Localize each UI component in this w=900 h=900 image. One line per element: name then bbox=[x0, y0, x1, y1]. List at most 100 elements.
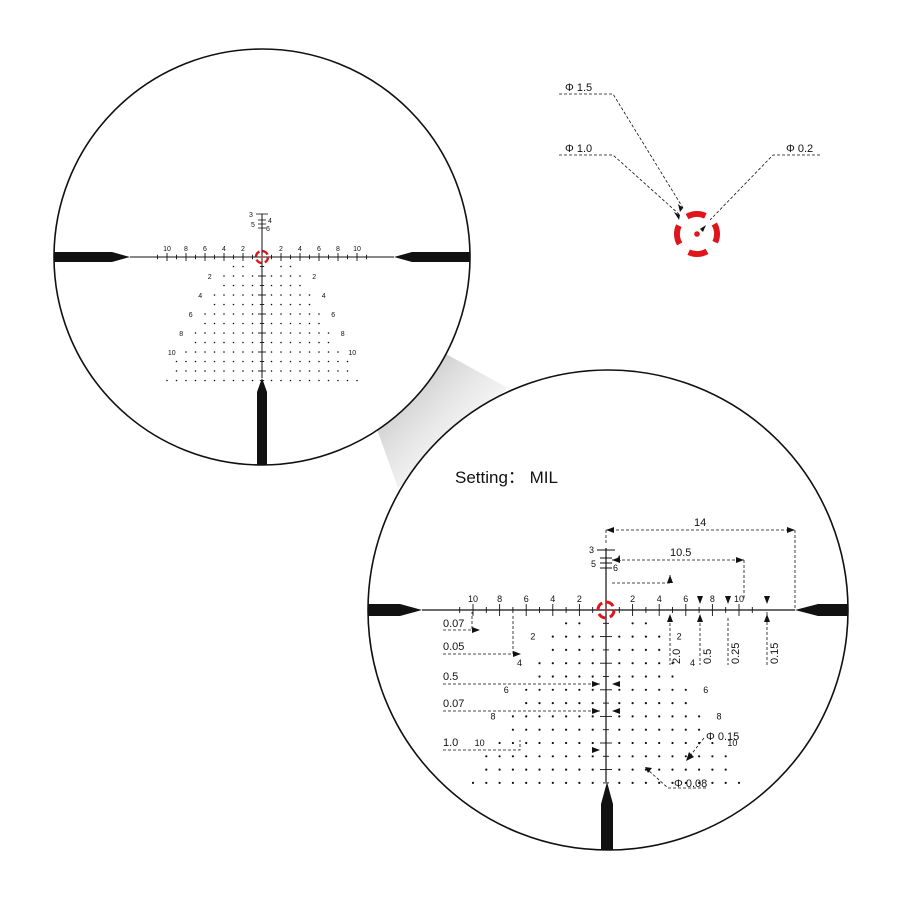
holdover-dot bbox=[724, 781, 727, 785]
holdover-dot bbox=[223, 332, 225, 334]
holdover-dot bbox=[724, 768, 727, 771]
dimension-10-5-label: 10.5 bbox=[670, 547, 691, 559]
holdover-dot bbox=[204, 360, 206, 363]
holdover-dot bbox=[565, 648, 568, 652]
big-right-post bbox=[795, 604, 848, 616]
holdover-dot bbox=[631, 728, 634, 731]
holdover-dot bbox=[204, 313, 206, 315]
holdover-dot bbox=[578, 688, 581, 691]
holdover-dot bbox=[270, 303, 273, 306]
horizontal-scale-label: 4 bbox=[550, 594, 555, 604]
holdover-dot bbox=[280, 379, 282, 382]
holdover-dot bbox=[618, 662, 621, 665]
holdover-dot bbox=[485, 781, 488, 785]
holdover-dot bbox=[644, 635, 648, 638]
holdover-dot bbox=[565, 675, 568, 678]
holdover-dot bbox=[671, 741, 674, 745]
holdover-dot bbox=[175, 360, 178, 363]
big-left-post bbox=[368, 604, 422, 616]
callout-phi-0-15: Φ 0.15 bbox=[706, 731, 739, 743]
holdover-dot bbox=[280, 322, 282, 325]
holdover-dot bbox=[318, 341, 320, 344]
holdover-dot bbox=[194, 341, 197, 344]
holdover-dot bbox=[644, 622, 648, 625]
holdover-dot bbox=[525, 702, 528, 705]
holdover-dot bbox=[299, 294, 301, 296]
big-bottom-post bbox=[601, 782, 613, 850]
holdover-dot bbox=[565, 662, 568, 665]
holdover-dot bbox=[242, 379, 244, 382]
holdover-dot bbox=[511, 768, 514, 771]
holdover-dot bbox=[525, 688, 528, 691]
holdover-dot bbox=[618, 768, 621, 771]
holdover-dot bbox=[671, 768, 674, 771]
vertical-scale-label-left: 8 bbox=[179, 331, 183, 338]
holdover-dot bbox=[213, 313, 216, 315]
holdover-dot bbox=[631, 715, 634, 718]
tick-0-25-label: 0.25 bbox=[730, 643, 742, 664]
holdover-dot bbox=[684, 715, 687, 718]
holdover-dot bbox=[223, 313, 225, 315]
small-stadia-3: 3 bbox=[249, 212, 253, 219]
holdover-dot bbox=[591, 755, 594, 758]
holdover-dot bbox=[511, 715, 514, 718]
small-left-post bbox=[54, 252, 130, 262]
holdover-dot bbox=[308, 341, 311, 344]
small-right-post bbox=[394, 252, 470, 262]
holdover-dot bbox=[631, 688, 634, 691]
holdover-dot bbox=[591, 781, 594, 785]
callout-0-07-b: 0.07 bbox=[443, 698, 464, 710]
holdover-dot bbox=[578, 622, 581, 625]
holdover-dot bbox=[185, 370, 187, 372]
holdover-dot bbox=[631, 741, 634, 745]
holdover-dot bbox=[318, 332, 320, 334]
holdover-dot bbox=[538, 741, 541, 745]
holdover-dot bbox=[308, 294, 311, 296]
holdover-dot bbox=[591, 702, 594, 705]
holdover-dot bbox=[684, 688, 687, 691]
holdover-dot bbox=[280, 294, 282, 296]
vertical-scale-label-right: 10 bbox=[727, 738, 737, 748]
holdover-dot bbox=[280, 275, 282, 277]
holdover-dot bbox=[618, 728, 621, 731]
vertical-scale-label-right: 4 bbox=[322, 293, 326, 300]
big-stadia-5: 5 bbox=[591, 559, 596, 569]
holdover-dot bbox=[631, 768, 634, 771]
holdover-dot bbox=[538, 728, 541, 731]
holdover-dot bbox=[498, 768, 501, 771]
holdover-dot bbox=[551, 635, 554, 638]
horizontal-scale-label: 8 bbox=[497, 594, 502, 604]
holdover-dot bbox=[525, 715, 528, 718]
holdover-dot bbox=[280, 341, 282, 344]
holdover-dot bbox=[618, 715, 621, 718]
holdover-dot bbox=[631, 622, 634, 625]
holdover-dot bbox=[223, 370, 225, 372]
holdover-dot bbox=[327, 351, 330, 353]
horizontal-scale-label: 6 bbox=[683, 594, 688, 604]
holdover-dot bbox=[327, 370, 330, 372]
holdover-dot bbox=[644, 688, 648, 691]
holdover-dot bbox=[251, 360, 254, 363]
holdover-dot bbox=[565, 741, 568, 745]
vertical-scale-label-right: 2 bbox=[312, 274, 316, 281]
holdover-dot bbox=[498, 755, 501, 758]
holdover-dot bbox=[175, 379, 178, 382]
holdover-dot bbox=[270, 275, 273, 277]
vertical-scale-label-left: 10 bbox=[475, 738, 485, 748]
holdover-dot bbox=[270, 313, 273, 315]
small-upper-stadia: 3 4 5 6 bbox=[249, 212, 272, 233]
holdover-dot bbox=[658, 662, 661, 665]
holdover-dot bbox=[270, 370, 273, 372]
holdover-dot bbox=[204, 351, 206, 353]
dimension-14 bbox=[605, 529, 796, 608]
holdover-dot bbox=[232, 322, 235, 325]
holdover-dot bbox=[242, 303, 244, 306]
holdover-dot bbox=[538, 715, 541, 718]
holdover-dot bbox=[551, 781, 554, 785]
holdover-dot bbox=[299, 360, 301, 363]
holdover-dot bbox=[485, 755, 488, 758]
holdover-dot bbox=[631, 755, 634, 758]
holdover-dot bbox=[631, 781, 634, 785]
holdover-dot bbox=[684, 702, 687, 705]
holdover-dot bbox=[551, 662, 554, 665]
